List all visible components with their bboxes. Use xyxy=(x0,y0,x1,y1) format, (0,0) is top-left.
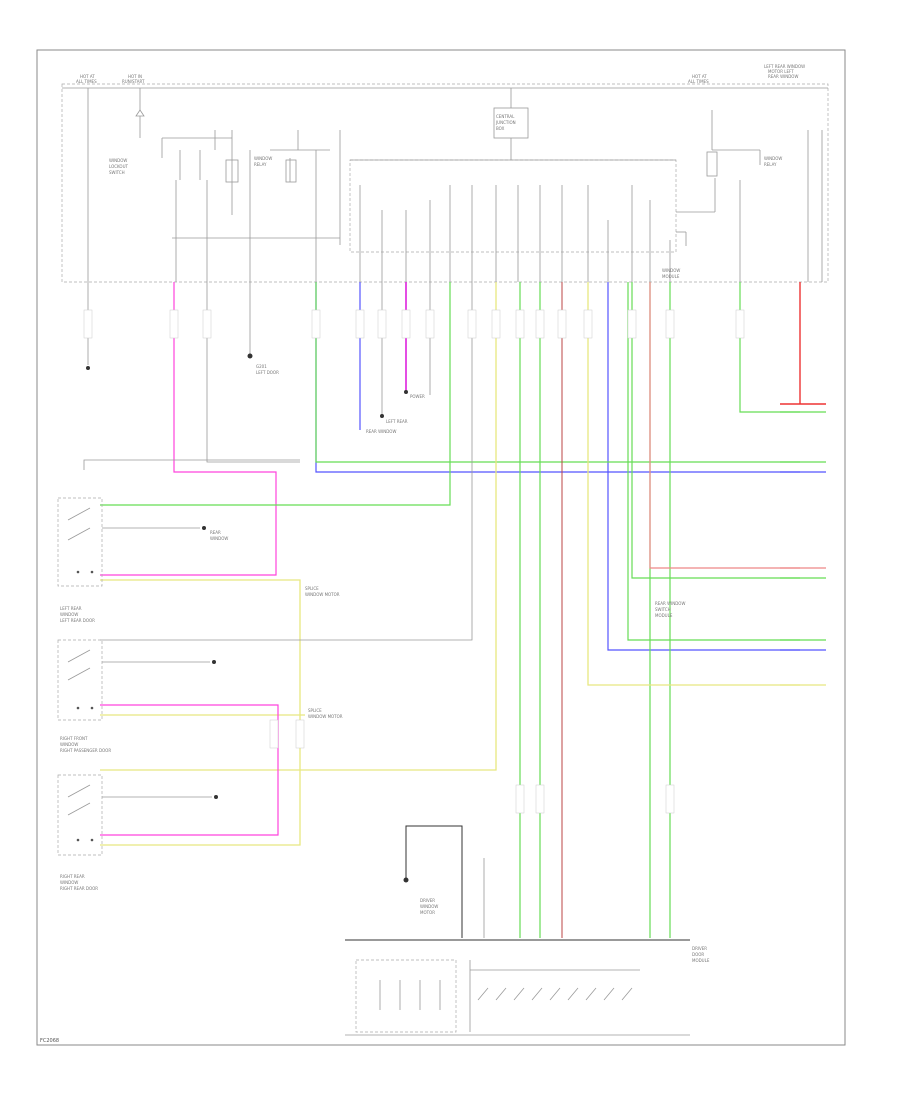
svg-text:RIGHT REAR: RIGHT REAR xyxy=(60,874,85,879)
wire-labels xyxy=(780,403,826,686)
svg-text:LEFT REAR DOOR: LEFT REAR DOOR xyxy=(60,618,95,623)
wire-pink xyxy=(100,282,277,576)
svg-text:MODULE: MODULE xyxy=(692,958,710,963)
wire-red-2 xyxy=(649,282,800,569)
svg-text:MOTOR LEFT: MOTOR LEFT xyxy=(768,69,794,74)
wire-pink-lower xyxy=(100,704,279,836)
svg-text:RELAY: RELAY xyxy=(254,162,267,167)
svg-text:LOCKOUT: LOCKOUT xyxy=(109,164,129,169)
wire-green-8 xyxy=(627,282,800,641)
svg-text:SPLICE: SPLICE xyxy=(308,708,322,713)
right-rear-door-switch: RIGHT REAR WINDOW RIGHT REAR DOOR xyxy=(57,774,218,891)
svg-text:SWITCH: SWITCH xyxy=(109,170,125,175)
svg-text:JUNCTION: JUNCTION xyxy=(495,120,516,125)
svg-text:WINDOW: WINDOW xyxy=(210,536,228,541)
ground-symbols: G201 LEFT DOOR LEFT REAR REAR WINDOW POW… xyxy=(86,353,425,883)
rear-window-module-label: REAR WINDOW SWITCH MODULE xyxy=(655,601,685,618)
wire-green-1 xyxy=(315,282,800,463)
hot-label-3: HOT AT xyxy=(692,74,707,79)
svg-text:ALL TIMES: ALL TIMES xyxy=(688,79,709,84)
svg-text:G201: G201 xyxy=(256,364,267,369)
svg-text:WINDOW: WINDOW xyxy=(60,612,78,617)
svg-text:SWITCH: SWITCH xyxy=(655,607,671,612)
svg-text:WINDOW MOTOR: WINDOW MOTOR xyxy=(305,592,340,597)
hot-label-1: HOT AT xyxy=(80,74,95,79)
wire-blue-right xyxy=(607,282,800,651)
svg-text:WINDOW: WINDOW xyxy=(109,158,127,163)
svg-text:REAR WINDOW: REAR WINDOW xyxy=(366,429,396,434)
svg-text:RIGHT REAR DOOR: RIGHT REAR DOOR xyxy=(60,886,98,891)
svg-text:RELAY: RELAY xyxy=(764,162,777,167)
wire-green-7 xyxy=(100,282,451,506)
svg-text:LEFT REAR: LEFT REAR xyxy=(60,606,82,611)
svg-text:LEFT REAR: LEFT REAR xyxy=(386,419,408,424)
footer-code: FC2068 xyxy=(40,1038,59,1044)
diagram-frame xyxy=(36,49,846,1046)
driver-switch-contacts xyxy=(379,980,633,1010)
svg-text:WINDOW: WINDOW xyxy=(60,880,78,885)
central-junction-box: HOT AT ALL TIMES HOT IN RUN/START HOT AT… xyxy=(61,64,829,283)
svg-text:WINDOW: WINDOW xyxy=(254,156,272,161)
svg-text:WINDOW: WINDOW xyxy=(420,904,438,909)
left-rear-door-switch: REAR WINDOW LEFT REAR WINDOW LEFT REAR D… xyxy=(57,497,340,623)
svg-text:REAR WINDOW: REAR WINDOW xyxy=(655,601,685,606)
svg-text:ALL TIMES: ALL TIMES xyxy=(76,79,97,84)
svg-text:WINDOW MOTOR: WINDOW MOTOR xyxy=(308,714,343,719)
right-front-door-switch: RIGHT FRONT WINDOW RIGHT PASSENGER DOOR … xyxy=(57,639,343,753)
svg-text:MODULE: MODULE xyxy=(655,613,673,618)
svg-text:BOX: BOX xyxy=(496,126,505,131)
svg-text:WINDOW: WINDOW xyxy=(662,268,680,273)
central-junction-label: CENTRAL xyxy=(496,114,515,119)
wire-yellow-3 xyxy=(100,579,301,846)
svg-text:LEFT DOOR: LEFT DOOR xyxy=(256,370,279,375)
wire-green-3 xyxy=(631,282,800,579)
svg-text:SPLICE: SPLICE xyxy=(305,586,319,591)
svg-text:RIGHT FRONT: RIGHT FRONT xyxy=(60,736,88,741)
svg-text:WINDOW: WINDOW xyxy=(764,156,782,161)
module-pin-stubs xyxy=(359,185,671,282)
driver-door-module: DRIVER DOOR MODULE DRIVER WINDOW MOTOR xyxy=(345,825,710,1036)
svg-text:RIGHT PASSENGER DOOR: RIGHT PASSENGER DOOR xyxy=(60,748,111,753)
svg-text:REAR WINDOW: REAR WINDOW xyxy=(768,74,798,79)
hot-label-2: HOT IN xyxy=(128,74,142,79)
wire-yellow-1 xyxy=(100,282,497,771)
connector-ticks xyxy=(83,309,745,814)
top-right-module-label: LEFT REAR WINDOW xyxy=(764,64,805,69)
svg-text:MODULE: MODULE xyxy=(662,274,680,279)
svg-text:DRIVER: DRIVER xyxy=(692,946,707,951)
wire-green-2 xyxy=(739,282,800,413)
svg-text:WINDOW: WINDOW xyxy=(60,742,78,747)
svg-text:DOOR: DOOR xyxy=(692,952,704,957)
svg-text:DRIVER: DRIVER xyxy=(420,898,435,903)
svg-text:RUN/START: RUN/START xyxy=(122,79,145,84)
svg-text:POWER: POWER xyxy=(410,394,425,399)
svg-text:MOTOR: MOTOR xyxy=(420,910,435,915)
wire-yellow-2 xyxy=(587,282,800,686)
svg-text:REAR: REAR xyxy=(210,530,221,535)
